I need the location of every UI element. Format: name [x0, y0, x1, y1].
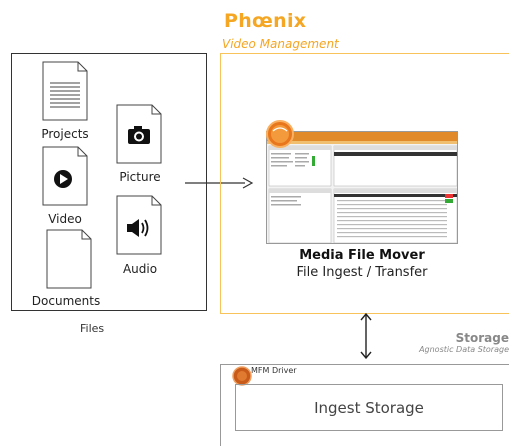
ingest-storage-label: Ingest Storage [314, 399, 424, 417]
brand-title: Phœnix [224, 10, 307, 32]
video-label: Video [48, 212, 82, 226]
picture-label: Picture [119, 170, 161, 184]
app-screenshot [266, 131, 458, 244]
storage-title: Storage [455, 331, 509, 345]
files-container: Projects Picture Video Audio [11, 53, 207, 311]
projects-document-icon [42, 61, 88, 121]
audio-document-icon [116, 195, 162, 255]
double-arrow-icon [360, 313, 372, 359]
app-subtitle: File Ingest / Transfer [296, 265, 428, 280]
play-icon [54, 170, 72, 188]
speaker-icon [127, 219, 149, 237]
mfm-badge-icon [266, 120, 294, 148]
camera-icon [128, 126, 150, 144]
phoenix-container [220, 53, 509, 314]
video-document-icon [42, 146, 88, 206]
app-title: Media File Mover [299, 248, 425, 263]
storage-container [220, 364, 509, 446]
driver-label: MFM Driver [251, 366, 297, 375]
brand-subtitle: Video Management [222, 37, 339, 51]
storage-subtitle: Agnostic Data Storage [419, 345, 509, 354]
picture-document-icon [116, 104, 162, 164]
projects-label: Projects [41, 127, 89, 141]
documents-document-icon [46, 229, 92, 289]
ingest-storage-box [235, 384, 503, 431]
audio-label: Audio [122, 262, 158, 276]
arrow-right-icon [185, 177, 254, 189]
files-caption: Files [80, 322, 105, 335]
documents-label: Documents [31, 294, 101, 308]
driver-badge-icon [232, 366, 252, 386]
